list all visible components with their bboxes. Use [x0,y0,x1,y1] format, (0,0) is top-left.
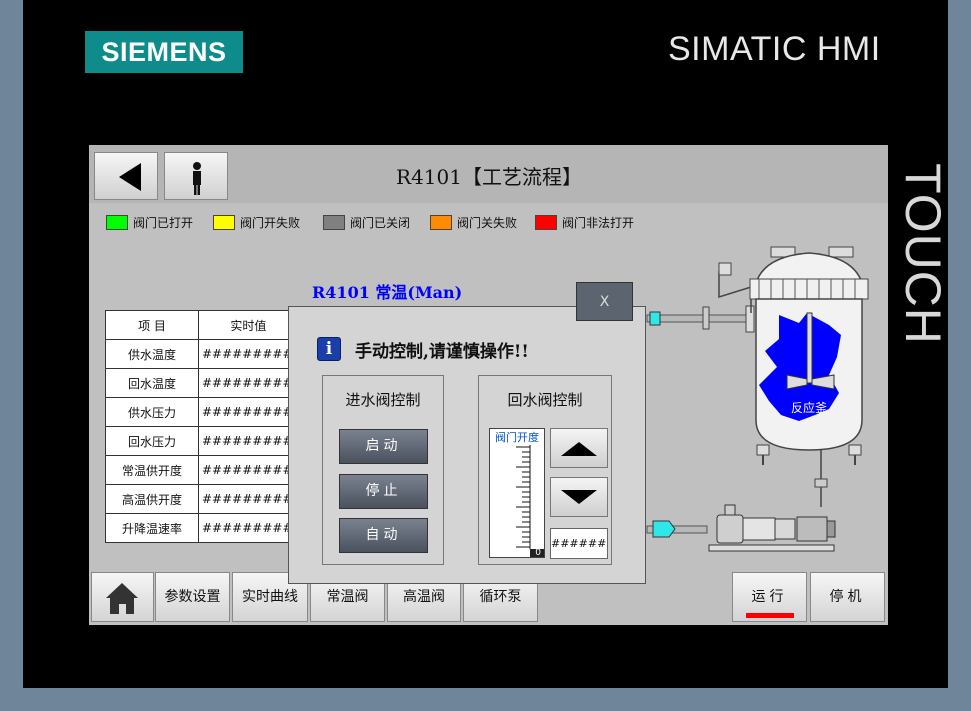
agitator-blade [786,374,808,390]
run-label: 运行 [751,589,788,605]
gauge-zero: 0 [535,548,541,558]
row-value: ######### [198,484,299,514]
inlet-valve-title: 进水阀控制 [345,391,421,409]
flange [702,306,710,330]
agitator-shaft [806,312,813,384]
legend-swatch [213,215,235,230]
stop-button[interactable]: 停机 [810,572,885,622]
process-diagram: 反应釜 [646,246,869,552]
triangle-up-icon [561,442,597,456]
manual-control-dialog: X i 手动控制,请谨慎操作!! 进水阀控制 启动 停止 自动 回水阀控制 [288,282,646,584]
reactor-label: 反应釜 [791,400,827,415]
return-valve-panel: 回水阀控制 阀门开度 0 [478,375,612,565]
table-header: 项 目 [105,310,199,340]
valve-opening-gauge: 阀门开度 0 [489,428,545,558]
legend-swatch [106,215,128,230]
valve-up-button[interactable] [550,428,608,468]
row-value: ######### [198,455,299,485]
dialog-close-button[interactable]: X [576,282,633,321]
reactor-flange [749,278,869,300]
flange [745,305,755,333]
inlet-stop-button[interactable]: 停止 [339,474,428,509]
legend-valve-open-failed: 阀门开失败 [213,214,300,232]
row-name: 供水温度 [105,339,199,369]
return-flow-arrow [652,520,676,538]
circulation-pump [708,504,836,552]
nozzle [828,246,854,258]
row-name: 供水压力 [105,397,199,427]
row-name: 常温供开度 [105,455,199,485]
return-valve-title: 回水阀控制 [507,391,583,409]
row-name: 升降温速率 [105,513,199,543]
nozzle [718,262,732,276]
legend-swatch [323,215,345,230]
info-button[interactable] [164,152,228,200]
inlet-start-button[interactable]: 启动 [339,429,428,464]
legend-swatch [430,215,452,230]
legend-valve-close-failed: 阀门关失败 [430,214,517,232]
run-button[interactable]: 运行 [732,572,807,622]
home-icon [106,583,138,614]
nozzle [770,246,796,258]
triangle-down-icon [561,490,597,504]
valve-opening-value[interactable]: ####### [550,528,608,559]
inlet-flow-indicator [649,311,661,326]
nav-param-settings[interactable]: 参数设置 [155,572,230,622]
triangle-left-icon [119,163,141,191]
row-name: 高温供开度 [105,484,199,514]
info-icon: i [317,337,341,361]
hmi-screen: R4101【工艺流程】 阀门已打开 阀门开失败 阀门已关闭 阀门关失败 阀门非法… [89,145,888,625]
touch-label: TOUCH [888,145,951,355]
inlet-auto-button[interactable]: 自动 [339,518,428,553]
mode-label: R4101 常温(Man) [312,283,463,302]
page-title: R4101【工艺流程】 [396,165,582,189]
return-pipe [646,525,708,534]
run-indicator [746,613,794,618]
row-name: 回水温度 [105,368,199,398]
siemens-logo: SIEMENS [85,31,243,73]
dialog-warning: 手动控制,请谨慎操作!! [355,342,529,362]
inlet-valve-panel: 进水阀控制 启动 停止 自动 [322,375,444,565]
row-value: ######### [198,426,299,456]
table-header: 实时值 [198,310,299,340]
back-button[interactable] [94,152,158,200]
row-value: ######### [198,368,299,398]
legend-valve-open: 阀门已打开 [106,214,193,232]
inlet-pipe [646,314,748,323]
person-icon [193,162,201,195]
home-button[interactable] [91,572,154,622]
gauge-scale [516,443,544,557]
legend-valve-closed: 阀门已关闭 [323,214,410,232]
product-name: SIMATIC HMI [668,30,881,68]
legend-valve-illegal-open: 阀门非法打开 [535,214,634,232]
row-value: ######### [198,339,299,369]
agitator-blade [811,374,835,390]
legend-swatch [535,215,557,230]
valve-down-button[interactable] [550,477,608,517]
reactor-fill [759,313,841,421]
gauge-label: 阀门开度 [490,429,544,445]
touch-text: TOUCH [895,163,951,345]
row-name: 回水压力 [105,426,199,456]
row-value: ######### [198,397,299,427]
